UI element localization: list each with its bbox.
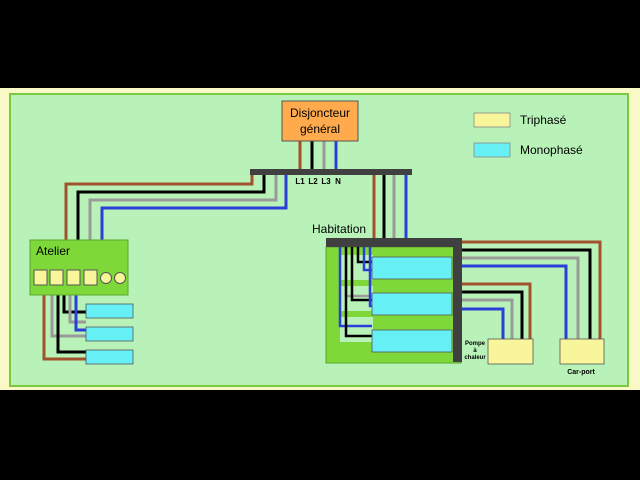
atelier-label: Atelier — [36, 244, 70, 258]
breaker-feed-wires — [298, 140, 338, 170]
heat-pump-wires — [462, 282, 532, 340]
atelier-circuit-3 — [85, 349, 134, 365]
legend-triphase-label: Triphasé — [520, 113, 567, 127]
atelier-feed-wires — [64, 175, 288, 242]
distribution-bus — [250, 169, 412, 175]
habitation-bus-top — [326, 238, 462, 247]
habitation-circuit-3 — [371, 329, 453, 353]
habitation-bus-side — [453, 238, 462, 362]
phase-label-n: N — [335, 177, 341, 186]
main-breaker-box — [281, 100, 359, 142]
atelier-circuit-2 — [85, 326, 134, 342]
heat-pump-label-2: à — [473, 348, 477, 354]
heat-pump-box — [487, 338, 534, 365]
heat-pump-label-3: chaleur — [464, 355, 486, 361]
legend-monophase-label: Monophasé — [520, 143, 583, 157]
habitation-circuit-2 — [371, 292, 453, 316]
main-breaker-label-1: Disjoncteur — [290, 106, 350, 120]
atelier-panel — [29, 239, 129, 296]
carport-label: Car-port — [567, 369, 595, 376]
atelier-circuit-wires — [42, 294, 86, 361]
legend-triphase-swatch — [473, 112, 511, 128]
atelier-breakers — [33, 269, 126, 286]
main-breaker-label-2: général — [300, 122, 340, 136]
habitation-circuit-1 — [371, 256, 453, 280]
phase-label-l3: L3 — [321, 177, 331, 186]
atelier-circuit-1 — [85, 303, 134, 319]
legend-monophase-swatch — [473, 142, 511, 158]
phase-label-l2: L2 — [308, 177, 318, 186]
carport-wires — [462, 240, 602, 340]
habitation-feed-wires — [372, 175, 408, 238]
phase-label-l1: L1 — [295, 177, 305, 186]
habitation-circuit-wires — [338, 247, 372, 338]
carport-box — [559, 338, 605, 365]
habitation-label: Habitation — [312, 222, 366, 236]
heat-pump-label-1: Pompe — [465, 341, 486, 347]
